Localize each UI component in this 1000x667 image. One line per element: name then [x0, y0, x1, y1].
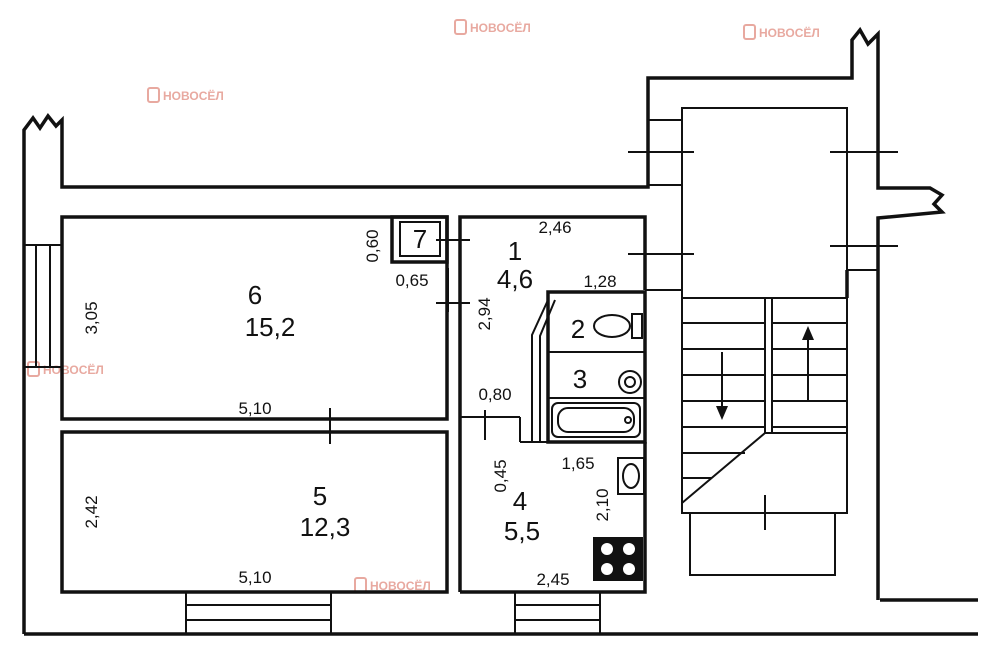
dim-passage-width: 0,80 — [478, 385, 511, 404]
window-kitchen — [514, 591, 601, 635]
arrow-up-icon — [802, 326, 814, 402]
window-room-5 — [185, 591, 332, 635]
room-7: 7 0,60 0,65 — [363, 215, 449, 290]
watermark-1: НОВОСЁЛ — [147, 87, 224, 103]
window-left — [23, 244, 63, 368]
room-6-number: 6 — [248, 280, 262, 310]
room-4-area: 5,5 — [504, 516, 540, 546]
brand-logo-icon — [27, 361, 40, 377]
watermark-text: НОВОСЁЛ — [370, 578, 431, 593]
room-2-number: 2 — [571, 314, 585, 344]
watermark-text: НОВОСЁЛ — [43, 362, 104, 377]
room-4-number: 4 — [513, 486, 527, 516]
dim-bath-width: 1,65 — [561, 454, 594, 473]
dim-wc-width: 1,28 — [583, 272, 616, 291]
dim-room-6-height: 3,05 — [82, 301, 101, 334]
room-3-number: 3 — [573, 364, 587, 394]
room-5-area: 12,3 — [300, 512, 351, 542]
watermark-text: НОВОСЁЛ — [163, 88, 224, 103]
dim-hall-height: 2,94 — [475, 297, 494, 330]
watermark-4: НОВОСЁЛ — [27, 361, 104, 377]
stairwell — [628, 107, 898, 600]
arrow-down-icon — [716, 352, 728, 420]
room-5-number: 5 — [313, 481, 327, 511]
washbasin-icon — [618, 370, 642, 394]
toilet-icon — [593, 313, 643, 339]
sink-icon — [617, 457, 645, 495]
watermark-text: НОВОСЁЛ — [759, 25, 820, 40]
dim-hall-width: 2,46 — [538, 218, 571, 237]
room-4: 1,65 0,45 4 5,5 2,10 2,45 — [460, 442, 647, 635]
dim-kitchen-height: 2,10 — [593, 488, 612, 521]
dim-closet-height: 0,60 — [363, 229, 382, 262]
dim-kitchen-door-offset: 0,45 — [491, 459, 510, 492]
room-1-area: 4,6 — [497, 264, 533, 294]
room-6-area: 15,2 — [245, 312, 296, 342]
dim-room-6-width: 5,10 — [238, 399, 271, 418]
brand-logo-icon — [354, 577, 367, 593]
brand-logo-icon — [743, 24, 756, 40]
room-5: 5 12,3 2,42 5,10 — [60, 408, 449, 635]
dim-closet-width: 0,65 — [395, 271, 428, 290]
dim-room-5-height: 2,42 — [82, 495, 101, 528]
room-1-number: 1 — [508, 236, 522, 266]
brand-logo-icon — [147, 87, 160, 103]
bathtub-icon — [551, 402, 641, 438]
dim-kitchen-width: 2,45 — [536, 570, 569, 589]
room-6: 6 15,2 3,05 5,10 — [60, 215, 449, 421]
watermark-2: НОВОСЁЛ — [454, 19, 531, 35]
exterior-walls — [22, 26, 978, 636]
dim-room-5-width: 5,10 — [238, 568, 271, 587]
watermark-text: НОВОСЁЛ — [470, 20, 531, 35]
stove-icon — [593, 537, 643, 581]
brand-logo-icon — [454, 19, 467, 35]
room-7-number: 7 — [413, 224, 427, 254]
watermark-3: НОВОСЁЛ — [743, 24, 820, 40]
